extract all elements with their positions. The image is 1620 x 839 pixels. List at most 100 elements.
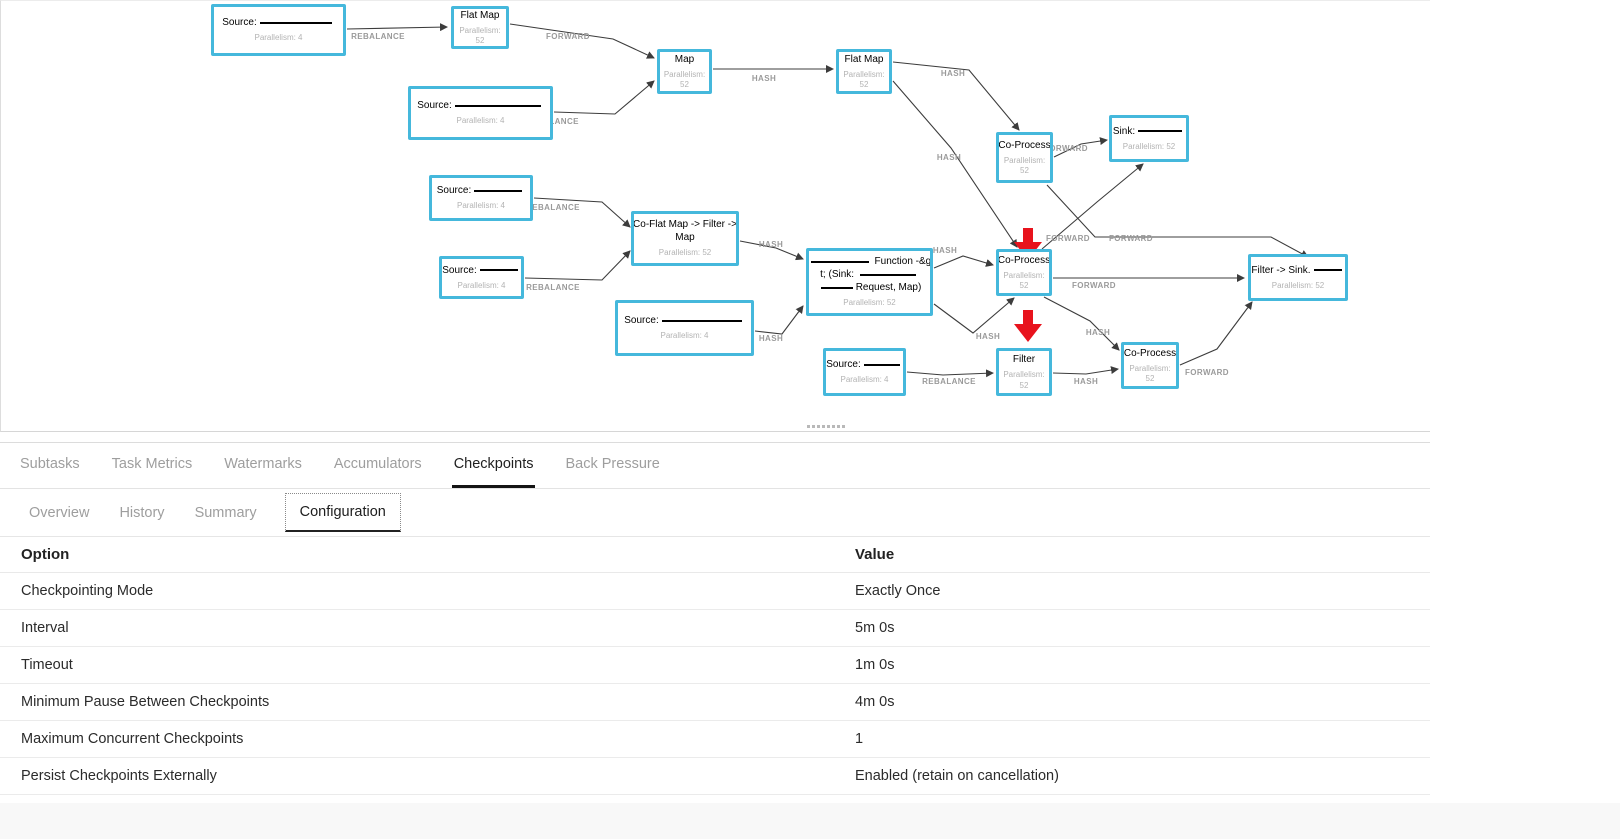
subtab-summary[interactable]: Summary: [194, 504, 257, 521]
node-parallelism: Parallelism: 52: [658, 248, 712, 258]
redacted-text-bar: [810, 260, 869, 263]
graph-node-source-b[interactable]: Source:Parallelism: 4: [408, 86, 553, 140]
node-title-text: Sink:: [1112, 125, 1136, 137]
tab-watermarks[interactable]: Watermarks: [224, 456, 302, 472]
node-title: Function -&g: [809, 255, 932, 268]
edge-label: REBALANCE: [922, 377, 976, 386]
value-cell: 5m 0s: [855, 620, 895, 636]
task-detail-card: Subtasks Task Metrics Watermarks Accumulato…: [0, 442, 1430, 795]
task-tabs: Subtasks Task Metrics Watermarks Accumulato…: [0, 443, 1430, 489]
graph-node-source-d[interactable]: Source: Parallelism: 4: [439, 256, 524, 299]
tab-accumulators[interactable]: Accumulators: [333, 456, 422, 472]
node-parallelism: Parallelism: 52: [843, 69, 885, 89]
graph-edge: [509, 23, 655, 59]
node-title: Source:: [442, 264, 520, 277]
panel-resize-handle[interactable]: [807, 425, 845, 428]
graph-edge: [906, 369, 994, 378]
tab-task-metrics[interactable]: Task Metrics: [111, 456, 193, 472]
node-title-text: Filter: [1012, 354, 1036, 366]
job-graph-canvas: REBALANCE FORWARD REBALANCE HASH HASH HASH FOR…: [346, 23, 1309, 386]
node-title-text: Co-Process: [1123, 347, 1177, 359]
value-cell: Enabled (retain on cancellation): [855, 768, 1059, 784]
config-table-header: Option Value: [0, 537, 1430, 573]
graph-edge: [754, 305, 804, 335]
tab-subtasks[interactable]: Subtasks: [20, 456, 80, 472]
tab-back-pressure[interactable]: Back Pressure: [565, 456, 660, 472]
graph-node-source-e[interactable]: Source:Parallelism: 4: [615, 300, 754, 356]
node-title: Request, Map): [818, 281, 921, 294]
node-title-text: Source:: [417, 100, 452, 112]
graph-edge: [739, 240, 804, 261]
edge-label: REBALANCE: [526, 283, 580, 292]
node-title-text: Function -&g: [871, 256, 932, 268]
edge-label: FORWARD: [1185, 368, 1229, 377]
graph-edge: [346, 23, 448, 32]
option-cell: Interval: [21, 620, 69, 636]
node-title: Co-Process: [1124, 347, 1176, 360]
node-parallelism: Parallelism: 52: [843, 298, 896, 308]
node-title-text: Source:: [436, 185, 472, 197]
option-column-header: Option: [21, 546, 70, 563]
node-title: Co-Process: [999, 254, 1049, 267]
edge-label: FORWARD: [1046, 234, 1090, 243]
node-parallelism: Parallelism: 4: [456, 201, 505, 211]
node-title: t; (Sink:: [820, 268, 919, 281]
graph-node-sink-1[interactable]: Sink:Parallelism: 52: [1109, 115, 1189, 162]
option-cell: Minimum Pause Between Checkpoints: [21, 694, 270, 710]
flink-job-page: REBALANCE FORWARD REBALANCE HASH HASH HASH FOR…: [0, 0, 1430, 795]
node-parallelism: Parallelism: 52: [1003, 155, 1046, 175]
node-parallelism: Parallelism: 4: [840, 375, 889, 385]
alert-arrow-icon: [1014, 310, 1042, 342]
node-title: Flat Map: [461, 9, 500, 22]
node-parallelism: Parallelism: 52: [1129, 363, 1171, 383]
config-row-checkpointing-mode: Checkpointing Mode Exactly Once: [0, 573, 1430, 610]
edge-label: HASH: [752, 74, 776, 83]
graph-node-filter-sink[interactable]: Filter -> Sink.Parallelism: 52: [1248, 254, 1348, 301]
job-graph-panel: REBALANCE FORWARD REBALANCE HASH HASH HASH FOR…: [0, 0, 1430, 432]
graph-edge: [933, 297, 1015, 334]
edge-label: FORWARD: [1044, 144, 1088, 153]
node-parallelism: Parallelism: 4: [660, 331, 709, 341]
node-title-text: Flat Map: [844, 53, 884, 65]
redacted-text-bar: [820, 286, 853, 289]
node-title: Map: [675, 53, 694, 66]
node-title-text: Map: [674, 53, 695, 65]
option-cell: Checkpointing Mode: [21, 583, 154, 599]
node-parallelism: Parallelism: 4: [457, 280, 506, 290]
graph-edge: [1179, 301, 1253, 366]
edge-label: HASH: [759, 334, 783, 343]
graph-node-function-sink-request-map[interactable]: Function -&g t; (Sink: Request, Map) Paral…: [806, 248, 933, 316]
checkpoint-subtabs: Overview History Summary Configuration: [0, 489, 1430, 537]
subtab-history[interactable]: History: [119, 504, 165, 521]
edge-label: HASH: [759, 240, 783, 249]
edge-label: FORWARD: [1072, 281, 1116, 290]
subtab-overview[interactable]: Overview: [29, 504, 90, 521]
edge-label: FORWARD: [546, 32, 590, 41]
tab-checkpoints[interactable]: Checkpoints: [451, 443, 536, 488]
graph-node-source-a[interactable]: Source:Parallelism: 4: [211, 4, 346, 56]
graph-node-source-f[interactable]: Source:Parallelism: 4: [823, 348, 906, 396]
node-title: Co-Process: [999, 139, 1050, 152]
node-title-text: t; (Sink:: [820, 269, 857, 281]
redacted-text-bar: [454, 104, 541, 107]
redacted-text-bar: [859, 273, 916, 276]
option-cell: Maximum Concurrent Checkpoints: [21, 731, 244, 747]
graph-node-source-c[interactable]: Source: Parallelism: 4: [429, 175, 533, 221]
value-cell: Exactly Once: [855, 583, 941, 599]
node-title-text: Source:: [624, 315, 659, 327]
node-parallelism: Parallelism: 52: [1271, 280, 1325, 290]
graph-edge: [1043, 296, 1120, 351]
edge-label: HASH: [1074, 377, 1098, 386]
node-parallelism: Parallelism: 52: [1003, 370, 1045, 390]
node-title-text: Source:: [222, 17, 257, 29]
subtab-configuration[interactable]: Configuration: [284, 493, 401, 532]
